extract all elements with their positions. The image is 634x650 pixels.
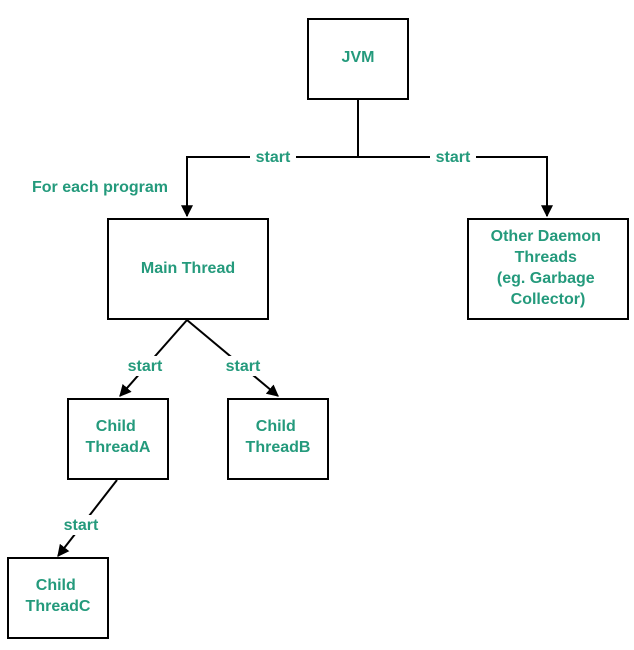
node-child-c-line-1: Child — [36, 577, 76, 594]
node-other-daemon-threads: Other Daemon Threads (eg. Garbage Collec… — [467, 218, 629, 320]
node-child-a-line-1: Child — [96, 418, 136, 435]
node-daemon-line-1: Other Daemon — [491, 228, 601, 245]
node-main-thread-line-1: Main Thread — [141, 260, 235, 277]
node-child-b-line-2: ThreadB — [246, 439, 311, 456]
node-daemon-line-4: Collector) — [511, 291, 586, 308]
annotation-for-each-program: For each program — [32, 179, 168, 196]
edge-label-main-to-a: start — [128, 358, 163, 375]
node-daemon-line-2: Threads — [515, 249, 577, 266]
svg-text:Child ThreadC: Child ThreadC — [26, 577, 91, 615]
node-child-thread-a: Child ThreadA — [67, 398, 169, 480]
node-main-thread: Main Thread — [107, 218, 269, 320]
edge-label-a-to-c: start — [64, 517, 99, 534]
node-child-thread-c: Child ThreadC — [7, 557, 109, 639]
edge-jvm-to-daemon-threads — [358, 156, 553, 218]
node-child-a-line-2: ThreadA — [86, 439, 151, 456]
node-child-b-line-1: Child — [256, 418, 296, 435]
node-jvm: JVM — [307, 18, 409, 100]
svg-text:Child ThreadA: Child ThreadA — [86, 418, 151, 456]
svg-text:Child ThreadB: Child ThreadB — [246, 418, 311, 456]
node-daemon-line-3: (eg. Garbage — [497, 270, 595, 287]
svg-text:Other Daemon Threads: Other Daemon Threads (eg. Garbage Collec… — [491, 228, 606, 308]
node-jvm-line-1: JVM — [342, 49, 375, 66]
edge-label-jvm-to-daemon: start — [436, 149, 471, 166]
edge-label-main-to-b: start — [226, 358, 261, 375]
node-child-c-line-2: ThreadC — [26, 598, 91, 615]
svg-text:JVM: JVM — [342, 49, 375, 66]
svg-text:Main Thread: Main Thread — [141, 260, 235, 277]
node-child-thread-b: Child ThreadB — [227, 398, 329, 480]
edge-label-jvm-to-main: start — [256, 149, 291, 166]
